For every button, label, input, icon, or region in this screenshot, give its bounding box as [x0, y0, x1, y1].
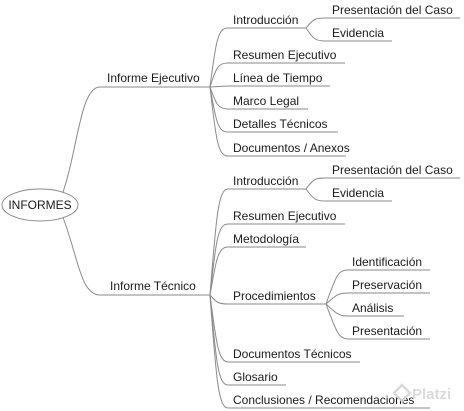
node-ej-introduccion: Introducción	[233, 13, 298, 27]
edges	[61, 17, 460, 409]
node-proc-analisis: Análisis	[352, 301, 393, 315]
node-proc-preservacion: Preservación	[352, 278, 422, 292]
edge-tc-conclusiones	[209, 294, 229, 409]
root-label: INFORMES	[8, 198, 71, 212]
edge-tc-procedimientos	[209, 294, 229, 305]
node-ej-linea-tiempo: Línea de Tiempo	[233, 71, 323, 85]
watermark-text: Platzi	[412, 386, 451, 403]
edge-proc-preservacion	[325, 292, 349, 305]
node-tc-procedimientos: Procedimientos	[233, 289, 316, 303]
node-tc-presentacion-caso: Presentación del Caso	[332, 163, 453, 177]
node-tc-introduccion: Introducción	[233, 174, 298, 188]
node-proc-identificacion: Identificación	[352, 255, 422, 269]
node-ej-marco-legal: Marco Legal	[233, 94, 299, 108]
edge-proc-identificacion	[325, 269, 349, 305]
edge-ej-introduccion	[209, 27, 229, 88]
node-tc-resumen-ejecutivo: Resumen Ejecutivo	[233, 209, 337, 223]
node-ej-documentos-anexos: Documentos / Anexos	[233, 141, 350, 155]
edge-proc-analisis	[325, 303, 349, 317]
node-tc-conclusiones: Conclusiones / Recomendaciones	[233, 393, 414, 407]
edge-root-ejecutivo	[61, 86, 101, 196]
edge-tc-resumen	[209, 223, 229, 296]
edge-tc-metodologia	[209, 246, 229, 296]
watermark: Platzi	[392, 383, 451, 403]
root-ellipse	[1, 188, 79, 222]
edge-tc-introduccion	[209, 188, 229, 296]
edge-tc-intro-evidencia	[305, 188, 327, 202]
node-ej-evidencia: Evidencia	[332, 26, 384, 40]
edge-ej-documentos	[209, 86, 229, 157]
platzi-logo-icon	[392, 383, 412, 403]
node-tc-metodologia: Metodología	[233, 232, 299, 246]
branch-label-ejecutivo: Informe Ejecutivo	[107, 71, 200, 85]
branch-label-tecnico: Informe Técnico	[110, 279, 196, 293]
node-ej-resumen-ejecutivo: Resumen Ejecutivo	[233, 48, 337, 62]
edge-ej-resumen	[209, 62, 229, 88]
edge-ej-linea	[209, 85, 229, 88]
edge-ej-intro-presentacion	[305, 17, 327, 29]
node-ej-detalles-tecnicos: Detalles Técnicos	[233, 117, 328, 131]
root-node: INFORMES	[1, 188, 79, 222]
edge-ej-intro-evidencia	[305, 27, 327, 42]
edge-proc-presentacion	[325, 303, 349, 340]
node-proc-presentacion: Presentación	[352, 324, 422, 338]
node-tc-glosario: Glosario	[233, 370, 278, 384]
edge-ej-marco	[209, 86, 229, 110]
edge-tc-intro-presentacion	[305, 177, 327, 190]
node-tc-evidencia: Evidencia	[332, 186, 384, 200]
node-ej-presentacion-caso: Presentación del Caso	[332, 3, 453, 17]
node-tc-documentos-tecnicos: Documentos Técnicos	[233, 347, 352, 361]
branch-informe-tecnico: Informe Técnico Introducción Presentació…	[110, 163, 453, 407]
branch-informe-ejecutivo: Informe Ejecutivo Introducción Presentac…	[107, 3, 453, 155]
edge-root-tecnico	[61, 214, 101, 296]
edge-tc-glosario	[209, 294, 229, 386]
